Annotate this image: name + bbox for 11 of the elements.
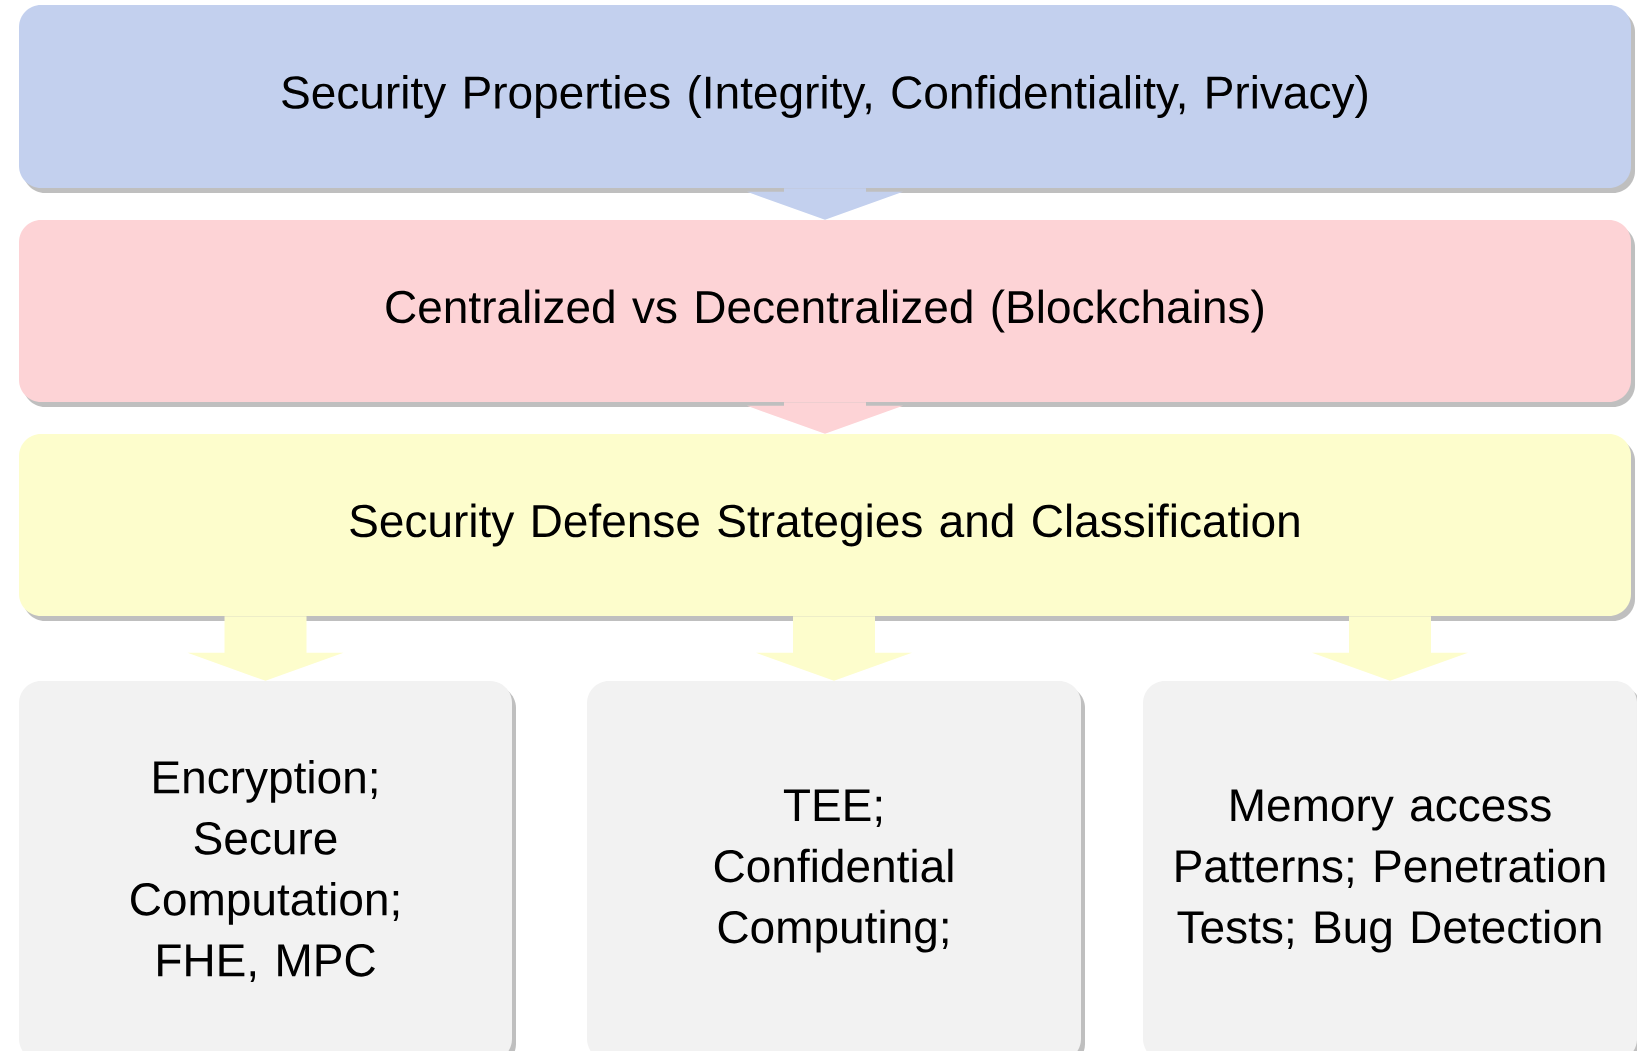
box: Security Defense Strategies and Classification xyxy=(19,434,1635,621)
block-arrow xyxy=(747,402,903,434)
block-arrow xyxy=(1312,616,1468,681)
box: Centralized vs Decentralized (Blockchains) xyxy=(19,220,1635,407)
box: Memory access Patterns; Penetration Tests; Bug Detection xyxy=(1143,681,1637,1051)
box: Encryption; Secure Computation; FHE, MPC xyxy=(19,681,516,1051)
box: Security Properties (Integrity, Confidentiality, Privacy) xyxy=(19,5,1635,193)
block-arrow xyxy=(747,188,903,220)
block-arrow xyxy=(187,616,344,681)
block-arrow xyxy=(756,616,912,681)
box: TEE; Confidential Computing; xyxy=(587,681,1085,1051)
